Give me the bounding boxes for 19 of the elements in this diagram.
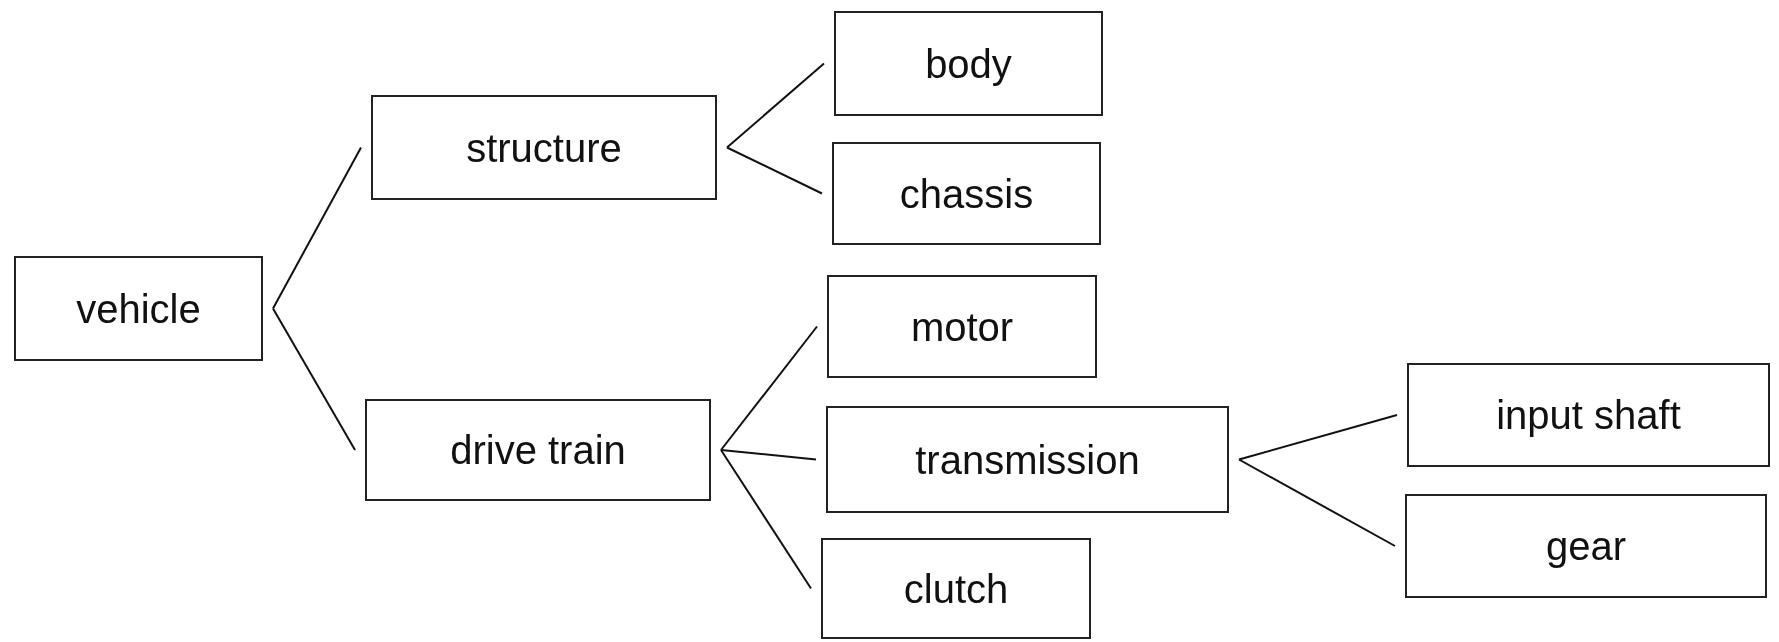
label-box: structure (371, 95, 717, 200)
connector-line (272, 307, 356, 451)
connector-line (720, 325, 818, 451)
label-box: vehicle (14, 256, 263, 361)
connector-line (1238, 414, 1398, 461)
label-box: body (834, 11, 1103, 116)
label-box: chassis (832, 142, 1101, 245)
label-box: input shaft (1407, 363, 1770, 467)
connector-line (272, 146, 362, 310)
label-box: clutch (821, 538, 1091, 639)
connector-line (720, 449, 812, 590)
connector-line (726, 146, 823, 195)
connector-line (720, 449, 817, 461)
label-box: motor (827, 275, 1097, 378)
label-box: gear (1405, 494, 1767, 598)
label-box: transmission (826, 406, 1229, 513)
label-box: drive train (365, 399, 711, 501)
connector-line (726, 62, 825, 149)
connector-line (1238, 458, 1396, 547)
